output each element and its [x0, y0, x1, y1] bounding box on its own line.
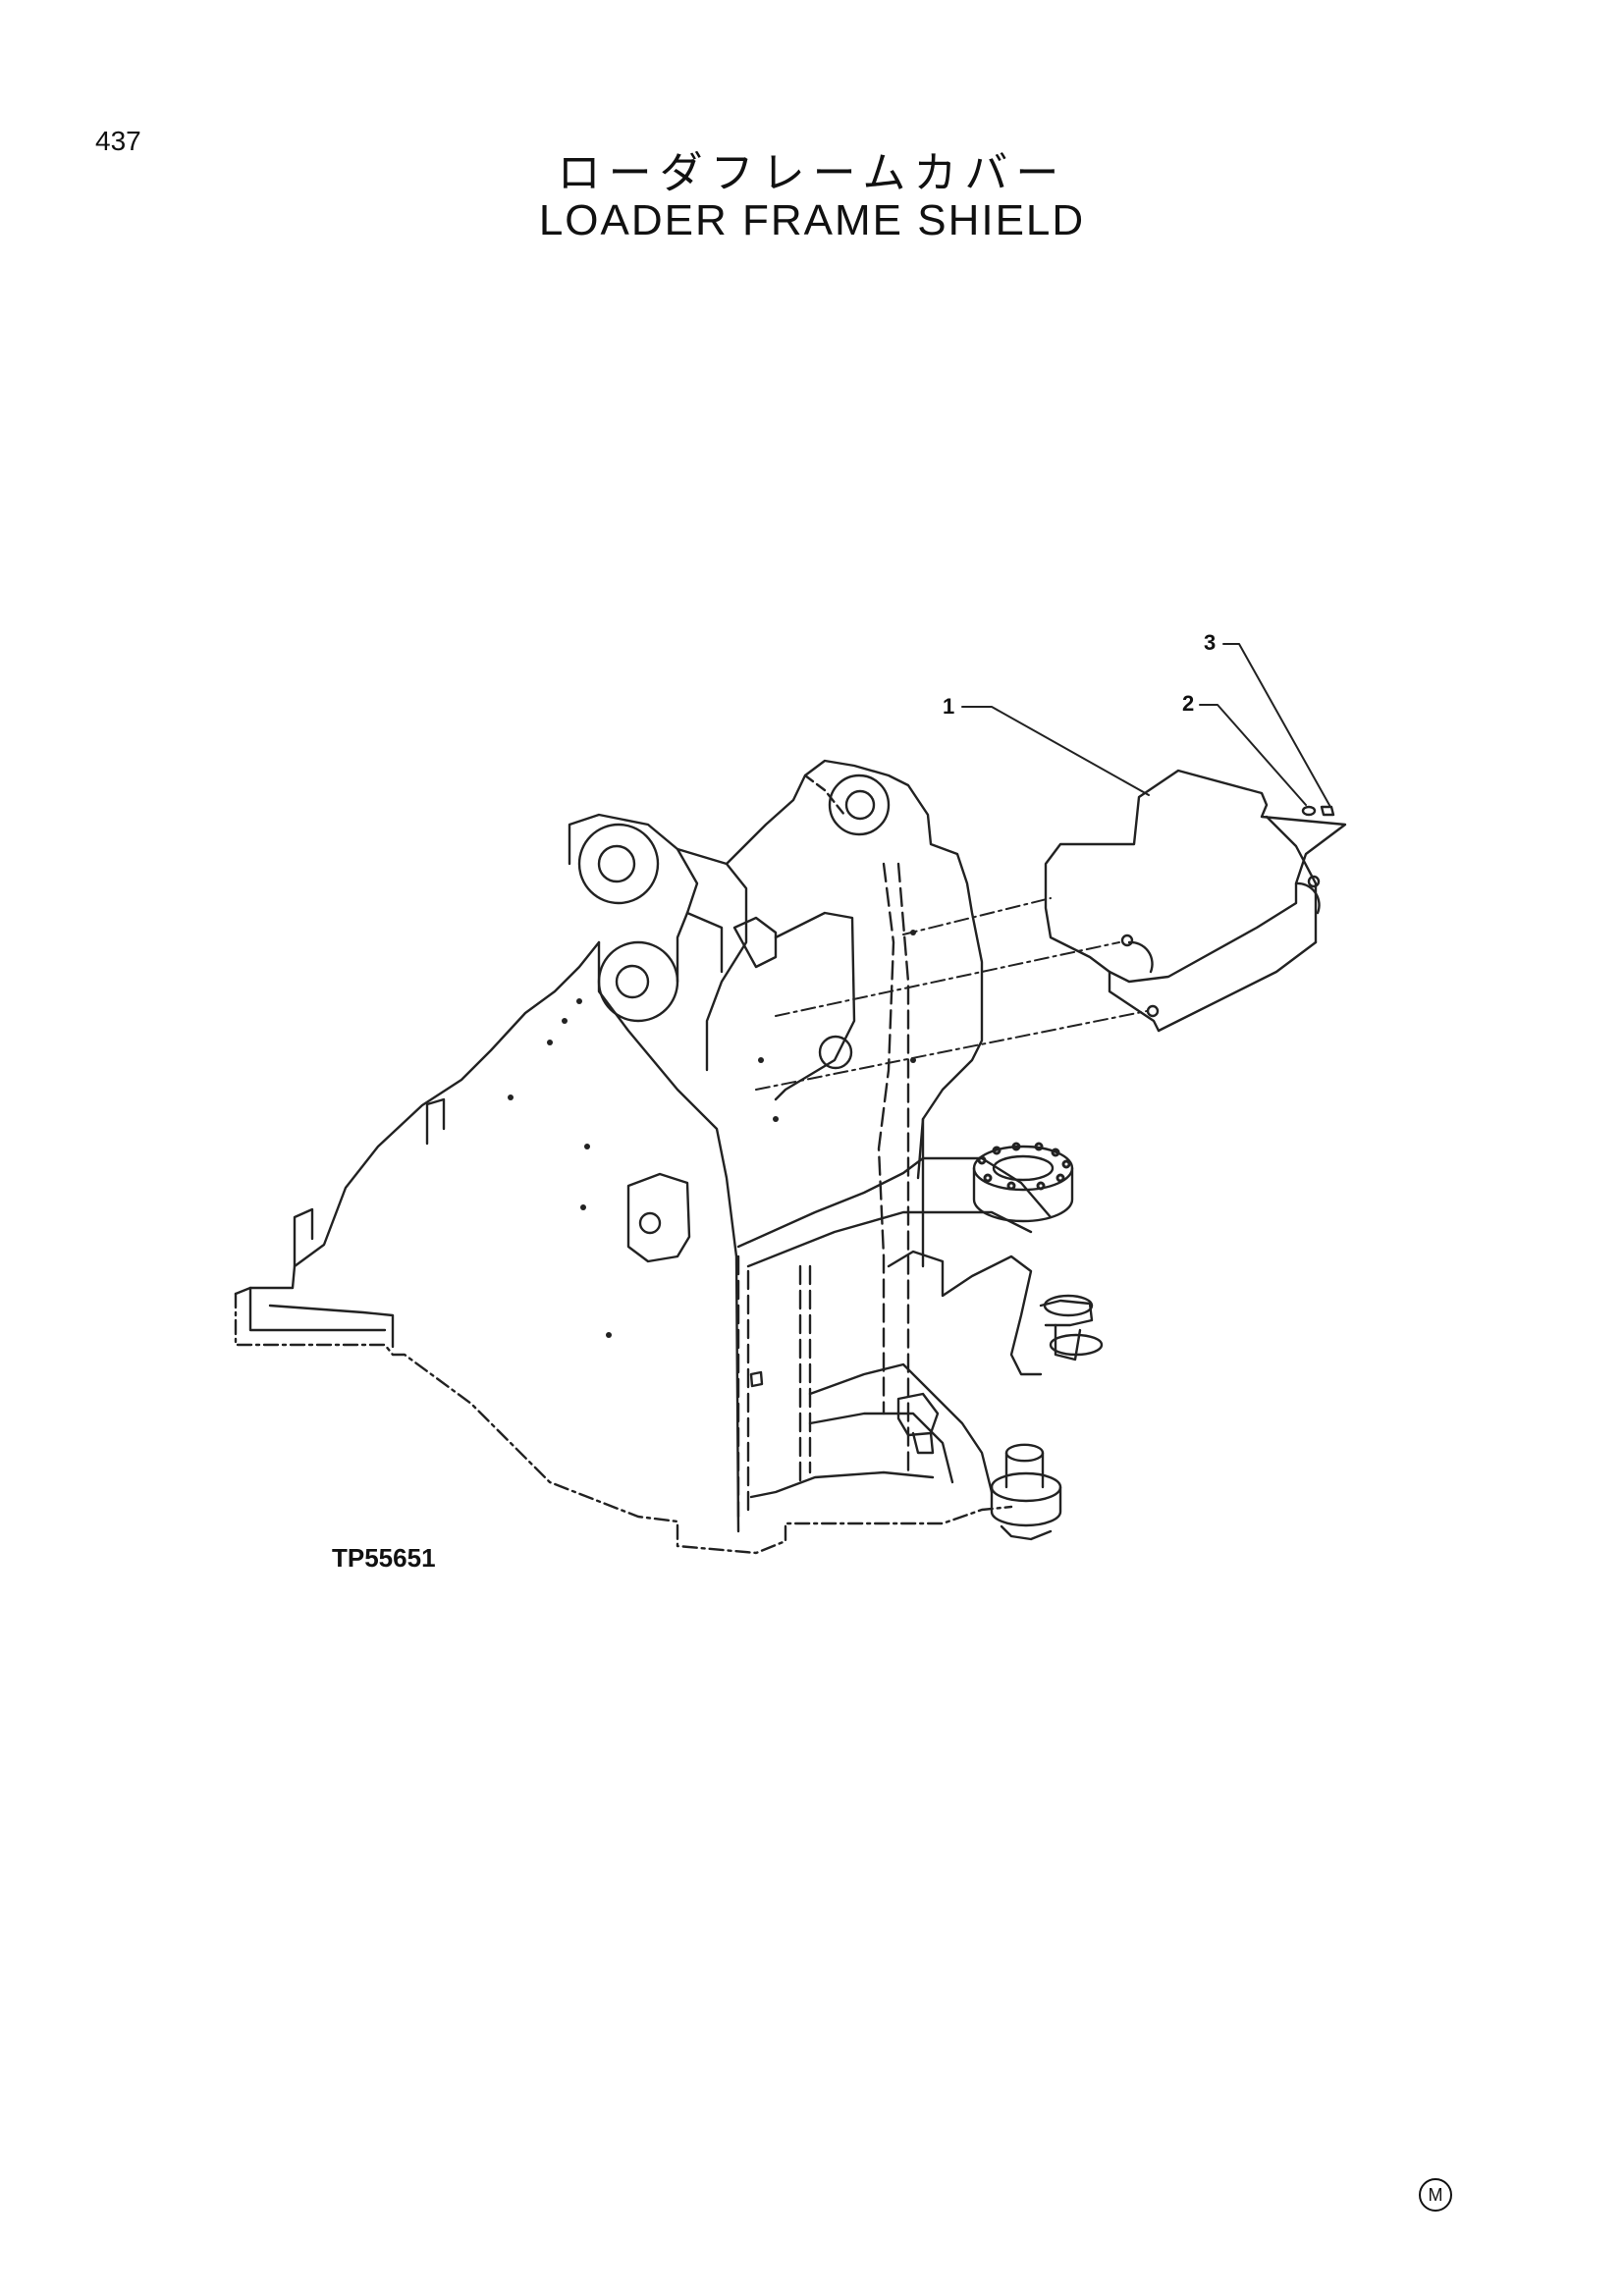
- corner-mark: M: [1419, 2178, 1452, 2212]
- page-number: 437: [95, 126, 141, 156]
- explode-lines: [755, 897, 1148, 1091]
- title-english: LOADER FRAME SHIELD: [538, 196, 1086, 244]
- figure-code: TP55651: [332, 1543, 436, 1573]
- callout-1: 1: [943, 694, 954, 719]
- leader-lines: [961, 643, 1331, 808]
- frame-shield-part-1: [1044, 769, 1347, 1033]
- washer-and-bolt: [1301, 805, 1335, 817]
- title-japanese: ローダフレームカバー: [557, 148, 1067, 198]
- frame-body: [234, 759, 1104, 1555]
- callout-2: 2: [1182, 691, 1194, 716]
- callout-3: 3: [1204, 630, 1216, 655]
